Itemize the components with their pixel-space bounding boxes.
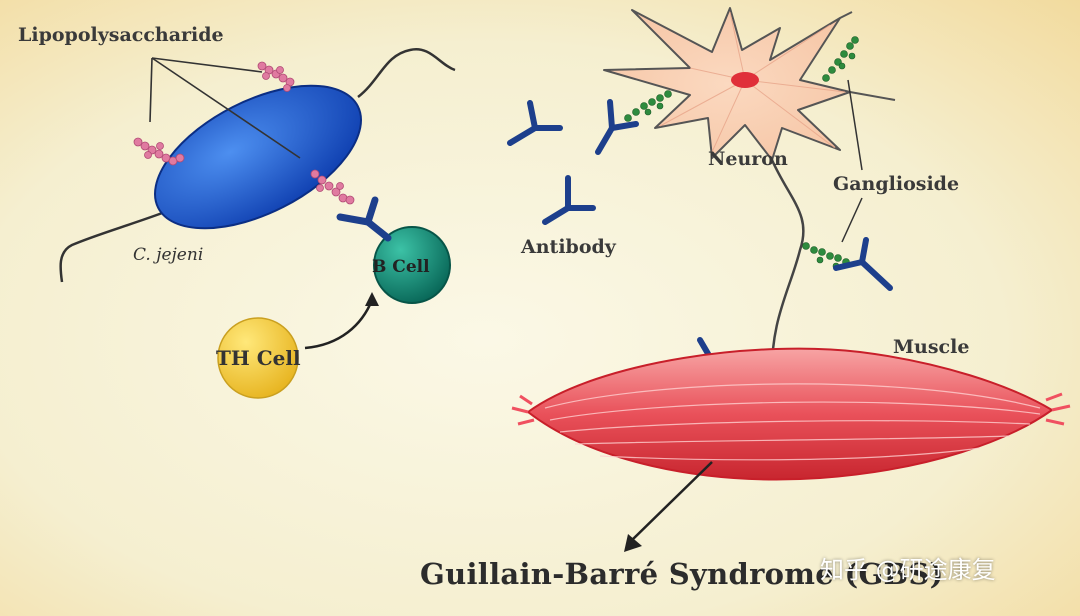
antibody-neuron-bound (595, 99, 639, 155)
th-to-b-arrow (304, 299, 374, 350)
lps-molecule-right (310, 169, 355, 205)
lps-pointer-2 (151, 57, 263, 73)
lps-molecule-top (257, 61, 295, 92)
muscle-to-gbs-arrow (631, 461, 713, 541)
label-neuron: Neuron (708, 148, 788, 170)
label-lipopolysaccharide: Lipopolysaccharide (18, 24, 224, 46)
lps-pointer-3 (151, 57, 301, 159)
lps-pointer-1 (149, 57, 153, 123)
th-cell (217, 317, 299, 399)
label-c-jejeni: C. jejeni (133, 245, 204, 265)
antibody-free-2 (542, 175, 596, 225)
ganglioside-cluster-2 (624, 90, 672, 122)
flagellum-right (357, 47, 456, 98)
antibody-on-b-cell (336, 196, 392, 242)
th-to-b-arrowhead (365, 292, 379, 306)
ganglioside-pointer-1 (847, 79, 863, 171)
label-b-cell: B Cell (372, 257, 430, 277)
muscle-fiber-ends (511, 392, 1071, 426)
antibody-free-1 (507, 100, 563, 146)
ganglioside-pointer-2 (841, 197, 863, 243)
b-cell (373, 226, 451, 304)
label-guillain-barre-syndrome: Guillain-Barré Syndrome (GBS) (420, 557, 944, 591)
axon (770, 159, 805, 381)
label-th-cell: TH Cell (216, 346, 301, 370)
bacterium-c-jejeni (154, 84, 362, 230)
label-muscle: Muscle (893, 336, 970, 358)
muscle-fibers (544, 383, 1041, 461)
ganglioside-cluster-1 (822, 36, 859, 82)
flagellum-left (59, 210, 166, 283)
lps-molecule-left (133, 137, 185, 166)
neuron-nucleus (731, 72, 759, 88)
dendrite-2 (849, 91, 896, 101)
watermark: 知乎 @研途康复 (820, 556, 996, 584)
muscle-to-gbs-arrowhead (624, 534, 642, 552)
dendrite-1 (839, 11, 853, 19)
label-ganglioside: Ganglioside (833, 173, 960, 195)
label-antibody: Antibody (521, 236, 616, 258)
antibody-axon-bound (833, 237, 893, 291)
